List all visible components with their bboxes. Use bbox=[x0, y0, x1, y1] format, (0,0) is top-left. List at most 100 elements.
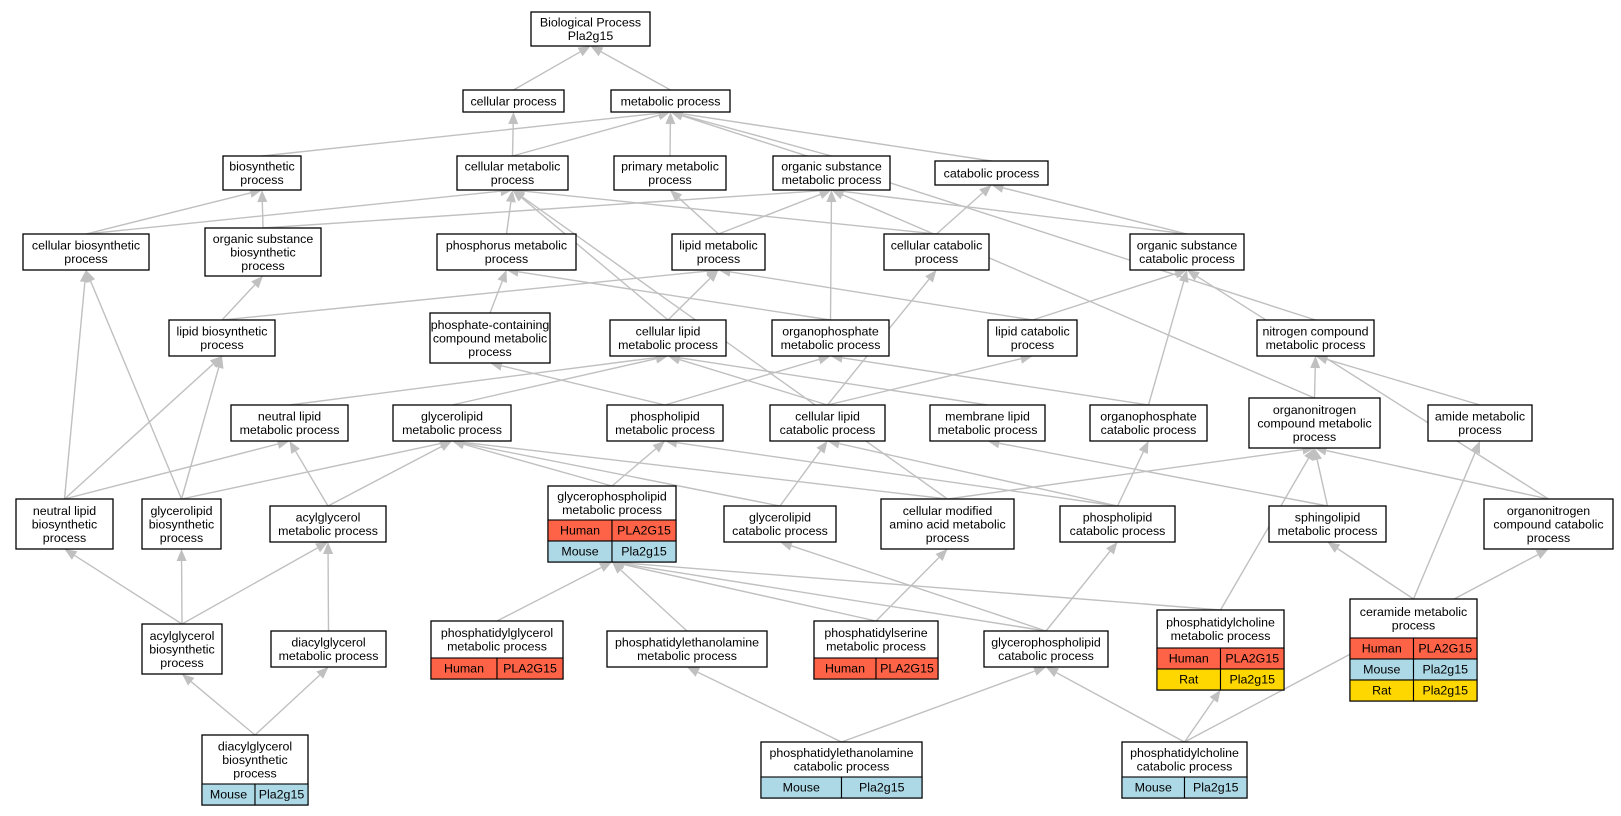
node-metabolic-process[interactable]: metabolic process bbox=[610, 89, 731, 113]
node-box bbox=[462, 89, 565, 113]
node-label-line: catabolic process bbox=[780, 423, 876, 437]
node-label-line: catabolic process bbox=[1139, 252, 1235, 266]
edge-organic-substance-catabolic-process-to-catabolic-process bbox=[1002, 187, 1188, 235]
node-label-line: metabolic process bbox=[278, 524, 378, 538]
node-box bbox=[983, 630, 1109, 668]
node-box bbox=[1129, 233, 1245, 271]
edge-arrowhead bbox=[1535, 549, 1549, 559]
node-box bbox=[606, 630, 768, 668]
edge-arrowhead bbox=[612, 562, 625, 574]
edge-arrowhead bbox=[1304, 448, 1315, 461]
gene-cell bbox=[611, 540, 677, 563]
edge-arrowhead bbox=[1178, 270, 1189, 283]
node-catabolic-process[interactable]: catabolic process bbox=[934, 160, 1049, 186]
node-label-line: process bbox=[926, 531, 969, 545]
edge-arrowhead bbox=[780, 541, 793, 551]
node-label-line: compound metabolic bbox=[1257, 416, 1371, 430]
node-label-line: phosphatidylethanolamine bbox=[615, 636, 759, 650]
node-box bbox=[610, 89, 731, 113]
gene-symbol: PLA2G15 bbox=[1225, 652, 1279, 666]
edge-arrowhead bbox=[508, 112, 519, 125]
node-box bbox=[204, 227, 322, 277]
edge-glycerophospholipid-catabolic-process-to-phospholipid-catabolic-process bbox=[1045, 550, 1111, 632]
node-cellular-process[interactable]: cellular process bbox=[462, 89, 565, 113]
edge-arrowhead bbox=[257, 190, 268, 203]
edge-arrowhead bbox=[251, 276, 263, 289]
edge-ceramide-metabolic-process-to-amide-metabolic-process bbox=[1412, 451, 1476, 600]
edge-organic-substance-metabolic-process-to-metabolic-process bbox=[681, 114, 832, 157]
edge-arrowhead bbox=[1187, 270, 1200, 281]
edge-metabolic-process-to-root bbox=[600, 51, 671, 91]
node-box bbox=[22, 233, 150, 271]
node-label-line: process bbox=[491, 173, 534, 187]
species-label: Human bbox=[1362, 642, 1402, 656]
node-label-line: biosynthetic bbox=[149, 517, 214, 531]
node-label-line: glycerophospholipid bbox=[991, 636, 1101, 650]
node-box bbox=[606, 404, 724, 442]
node-label-line: process bbox=[241, 259, 284, 273]
node-label-line: neutral lipid bbox=[33, 504, 96, 518]
node-box bbox=[1089, 404, 1208, 442]
node-box bbox=[883, 233, 990, 271]
node-label-line: metabolic process bbox=[240, 423, 340, 437]
node-box bbox=[1248, 397, 1381, 449]
edge-cellular-metabolic-process-to-cellular-process bbox=[511, 123, 514, 157]
node-label-line: phosphorus metabolic bbox=[446, 239, 567, 253]
edge-neutral-lipid-biosynthetic-process-to-cellular-biosynthetic-process bbox=[63, 281, 86, 500]
node-label-line: organophosphate bbox=[1100, 410, 1197, 424]
node-label-line: ceramide metabolic bbox=[1360, 605, 1467, 619]
node-label-line: metabolic process bbox=[782, 173, 882, 187]
node-label-line: process bbox=[160, 656, 203, 670]
